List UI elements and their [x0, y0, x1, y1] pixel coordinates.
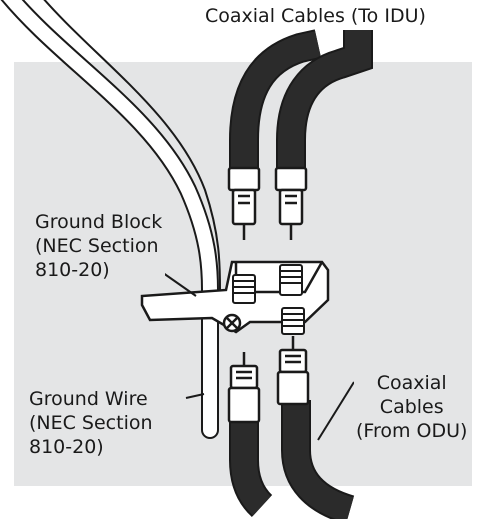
label-coax-to-idu: Coaxial Cables (To IDU)	[205, 5, 426, 27]
label-ground-wire: Ground Wire (NEC Section 810-20)	[28, 387, 156, 459]
label-ground-block: Ground Block (NEC Section 810-20)	[34, 210, 166, 282]
label-coax-from-odu: Coaxial Cables (From ODU)	[354, 371, 470, 443]
ground-block-port-top-right	[279, 264, 303, 296]
coax-cable-bottom-left	[229, 420, 273, 518]
label-ground-block-line-3: 810-20)	[35, 259, 110, 281]
label-ground-wire-line-1: Ground Wire	[29, 388, 148, 410]
f-connector-bottom-right	[276, 336, 310, 406]
label-coax-from-odu-line-3: (From ODU)	[356, 420, 468, 442]
coax-cable-bottom-right	[281, 400, 355, 519]
coax-cable-top-left	[229, 29, 322, 170]
label-coax-from-odu-line-1: Coaxial	[376, 372, 447, 394]
ground-wire	[0, 0, 221, 439]
ground-block-port-bottom-right	[281, 307, 305, 335]
ground-block-port-top-left	[232, 274, 256, 304]
f-connector-top-right	[274, 166, 308, 240]
f-connector-bottom-left	[227, 352, 261, 424]
coax-cable-top-right	[276, 30, 373, 170]
label-ground-wire-line-3: 810-20)	[29, 436, 104, 458]
label-ground-block-line-2: (NEC Section	[35, 235, 159, 257]
label-ground-block-line-1: Ground Block	[35, 211, 163, 233]
f-connector-top-left	[227, 166, 261, 240]
label-coax-from-odu-line-2: Cables	[379, 396, 444, 418]
label-ground-wire-line-2: (NEC Section	[29, 412, 153, 434]
